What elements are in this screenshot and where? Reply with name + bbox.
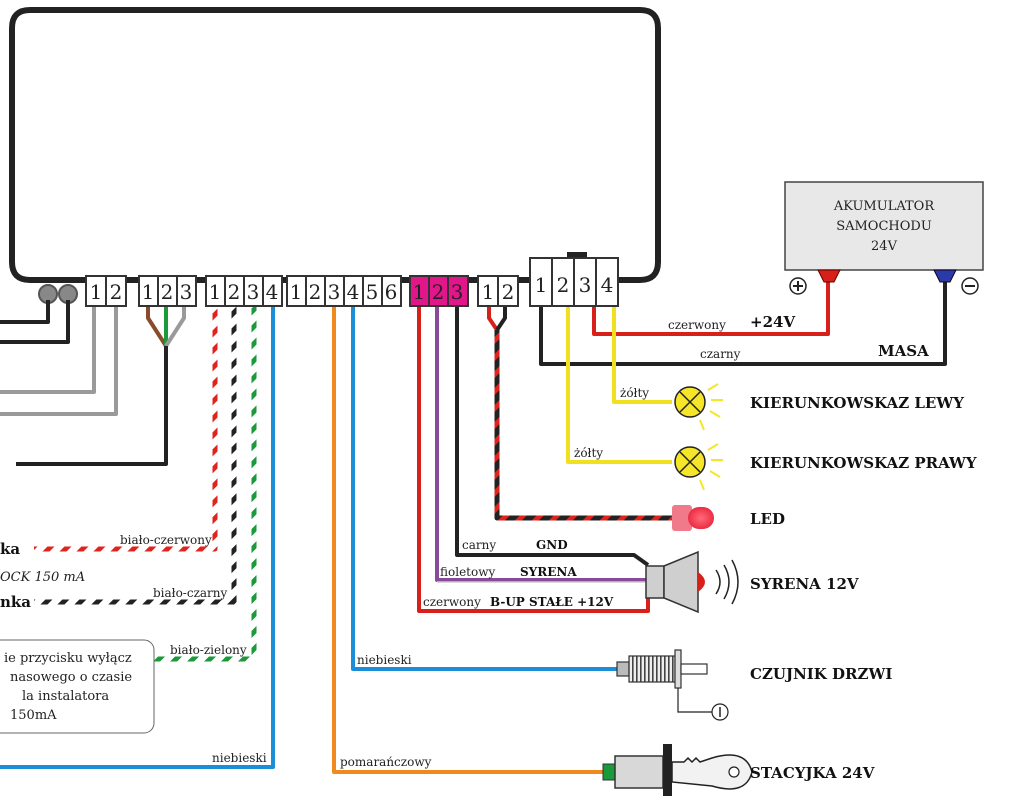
pin-label: 1 <box>290 280 303 304</box>
battery-label-2: SAMOCHODU <box>836 219 932 234</box>
battery-label-3: 24V <box>871 239 898 254</box>
pin-label: 1 <box>209 280 222 304</box>
wire-label-fioletowy: fioletowy <box>440 565 495 579</box>
connector-f-led: 1 2 <box>477 275 519 307</box>
wire-label-black: czarny <box>700 347 741 361</box>
wires <box>0 282 947 774</box>
pin-label: 2 <box>432 280 445 304</box>
left-lock-note: OCK 150 mA <box>0 570 85 585</box>
connector-b: 1 2 3 <box>138 275 197 307</box>
blinker-left-label: KIERUNKOWSKAZ LEWY <box>750 394 964 412</box>
wire-label-bialo-zielony: biało-zielony <box>170 643 247 657</box>
connector-c: 1 2 3 4 <box>205 275 283 307</box>
note-line-2: nasowego o czasie <box>10 670 132 685</box>
pin-label: 2 <box>502 280 515 304</box>
note-line-4: 150mA <box>10 708 57 723</box>
pin-label: 4 <box>347 280 360 304</box>
ignition-key-icon <box>602 744 753 796</box>
gnd-label: GND <box>536 538 568 552</box>
connector-a: 1 2 <box>85 275 127 307</box>
wire-label-pomaranczowy: pomarańczowy <box>340 755 432 769</box>
note-line-3: la instalatora <box>22 689 109 704</box>
note-line-1: ie przycisku wyłącz <box>4 651 132 666</box>
led-label: LED <box>750 510 785 528</box>
ignition-label: STACYJKA 24V <box>750 764 875 782</box>
pin-label: 3 <box>579 273 592 297</box>
connector-d: 1 2 3 4 5 6 <box>286 275 402 307</box>
wire-label-niebieski-2: niebieski <box>212 751 267 765</box>
pin-label: 1 <box>482 280 495 304</box>
door-sensor-label: CZUJNIK DRZWI <box>750 665 892 683</box>
pin-label: 3 <box>451 280 464 304</box>
left-label-1: ka <box>0 540 20 558</box>
pin-label: 2 <box>309 280 322 304</box>
pin-label: 3 <box>328 280 341 304</box>
pin-label: 6 <box>385 280 398 304</box>
siren-icon <box>645 550 739 614</box>
plus-24v-label: +24V <box>750 313 795 331</box>
syrena-label: SYRENA <box>520 565 577 579</box>
pin-label: 4 <box>601 273 614 297</box>
door-sensor-icon <box>616 649 729 721</box>
siren-label: SYRENA 12V <box>750 575 859 593</box>
wire-label-niebieski-1: niebieski <box>357 653 412 667</box>
pin-label: 1 <box>535 273 548 297</box>
wire-label-bialo-czerwony: biało-czerwony <box>120 533 212 547</box>
blinker-right-label: KIERUNKOWSKAZ PRAWY <box>750 454 977 472</box>
pin-label: 2 <box>161 280 174 304</box>
masa-label: MASA <box>878 342 929 360</box>
pin-label: 1 <box>90 280 103 304</box>
led-icon <box>672 505 714 531</box>
pin-label: 3 <box>247 280 260 304</box>
battery: AKUMULATOR SAMOCHODU 24V <box>784 181 984 295</box>
left-label-2: nka <box>0 593 31 611</box>
wire-label-czerwony-siren: czerwony <box>423 595 481 609</box>
lamp-right-icon <box>674 443 723 491</box>
wire-label-carny: carny <box>462 538 496 552</box>
pin-label: 1 <box>142 280 155 304</box>
wire-label-red: czerwony <box>668 318 726 332</box>
connector-e-siren: 1 2 3 <box>409 275 469 307</box>
wire-label-yellow-2: żółty <box>574 446 603 460</box>
pin-label: 2 <box>228 280 241 304</box>
pin-label: 3 <box>180 280 193 304</box>
pin-label: 2 <box>110 280 123 304</box>
bup-label: B-UP STAŁE +12V <box>490 595 614 609</box>
pin-label: 2 <box>557 273 570 297</box>
wire-label-bialo-czarny: biało-czarny <box>153 586 228 600</box>
control-unit-box <box>9 7 661 283</box>
note-box <box>0 639 155 734</box>
pin-label: 5 <box>366 280 379 304</box>
pin-label: 4 <box>266 280 279 304</box>
battery-label-1: AKUMULATOR <box>833 199 935 214</box>
connector-g-power: 1 2 3 4 <box>529 252 619 307</box>
wire-label-yellow-1: żółty <box>620 386 649 400</box>
lamp-left-icon <box>674 383 723 431</box>
pin-label: 1 <box>413 280 426 304</box>
